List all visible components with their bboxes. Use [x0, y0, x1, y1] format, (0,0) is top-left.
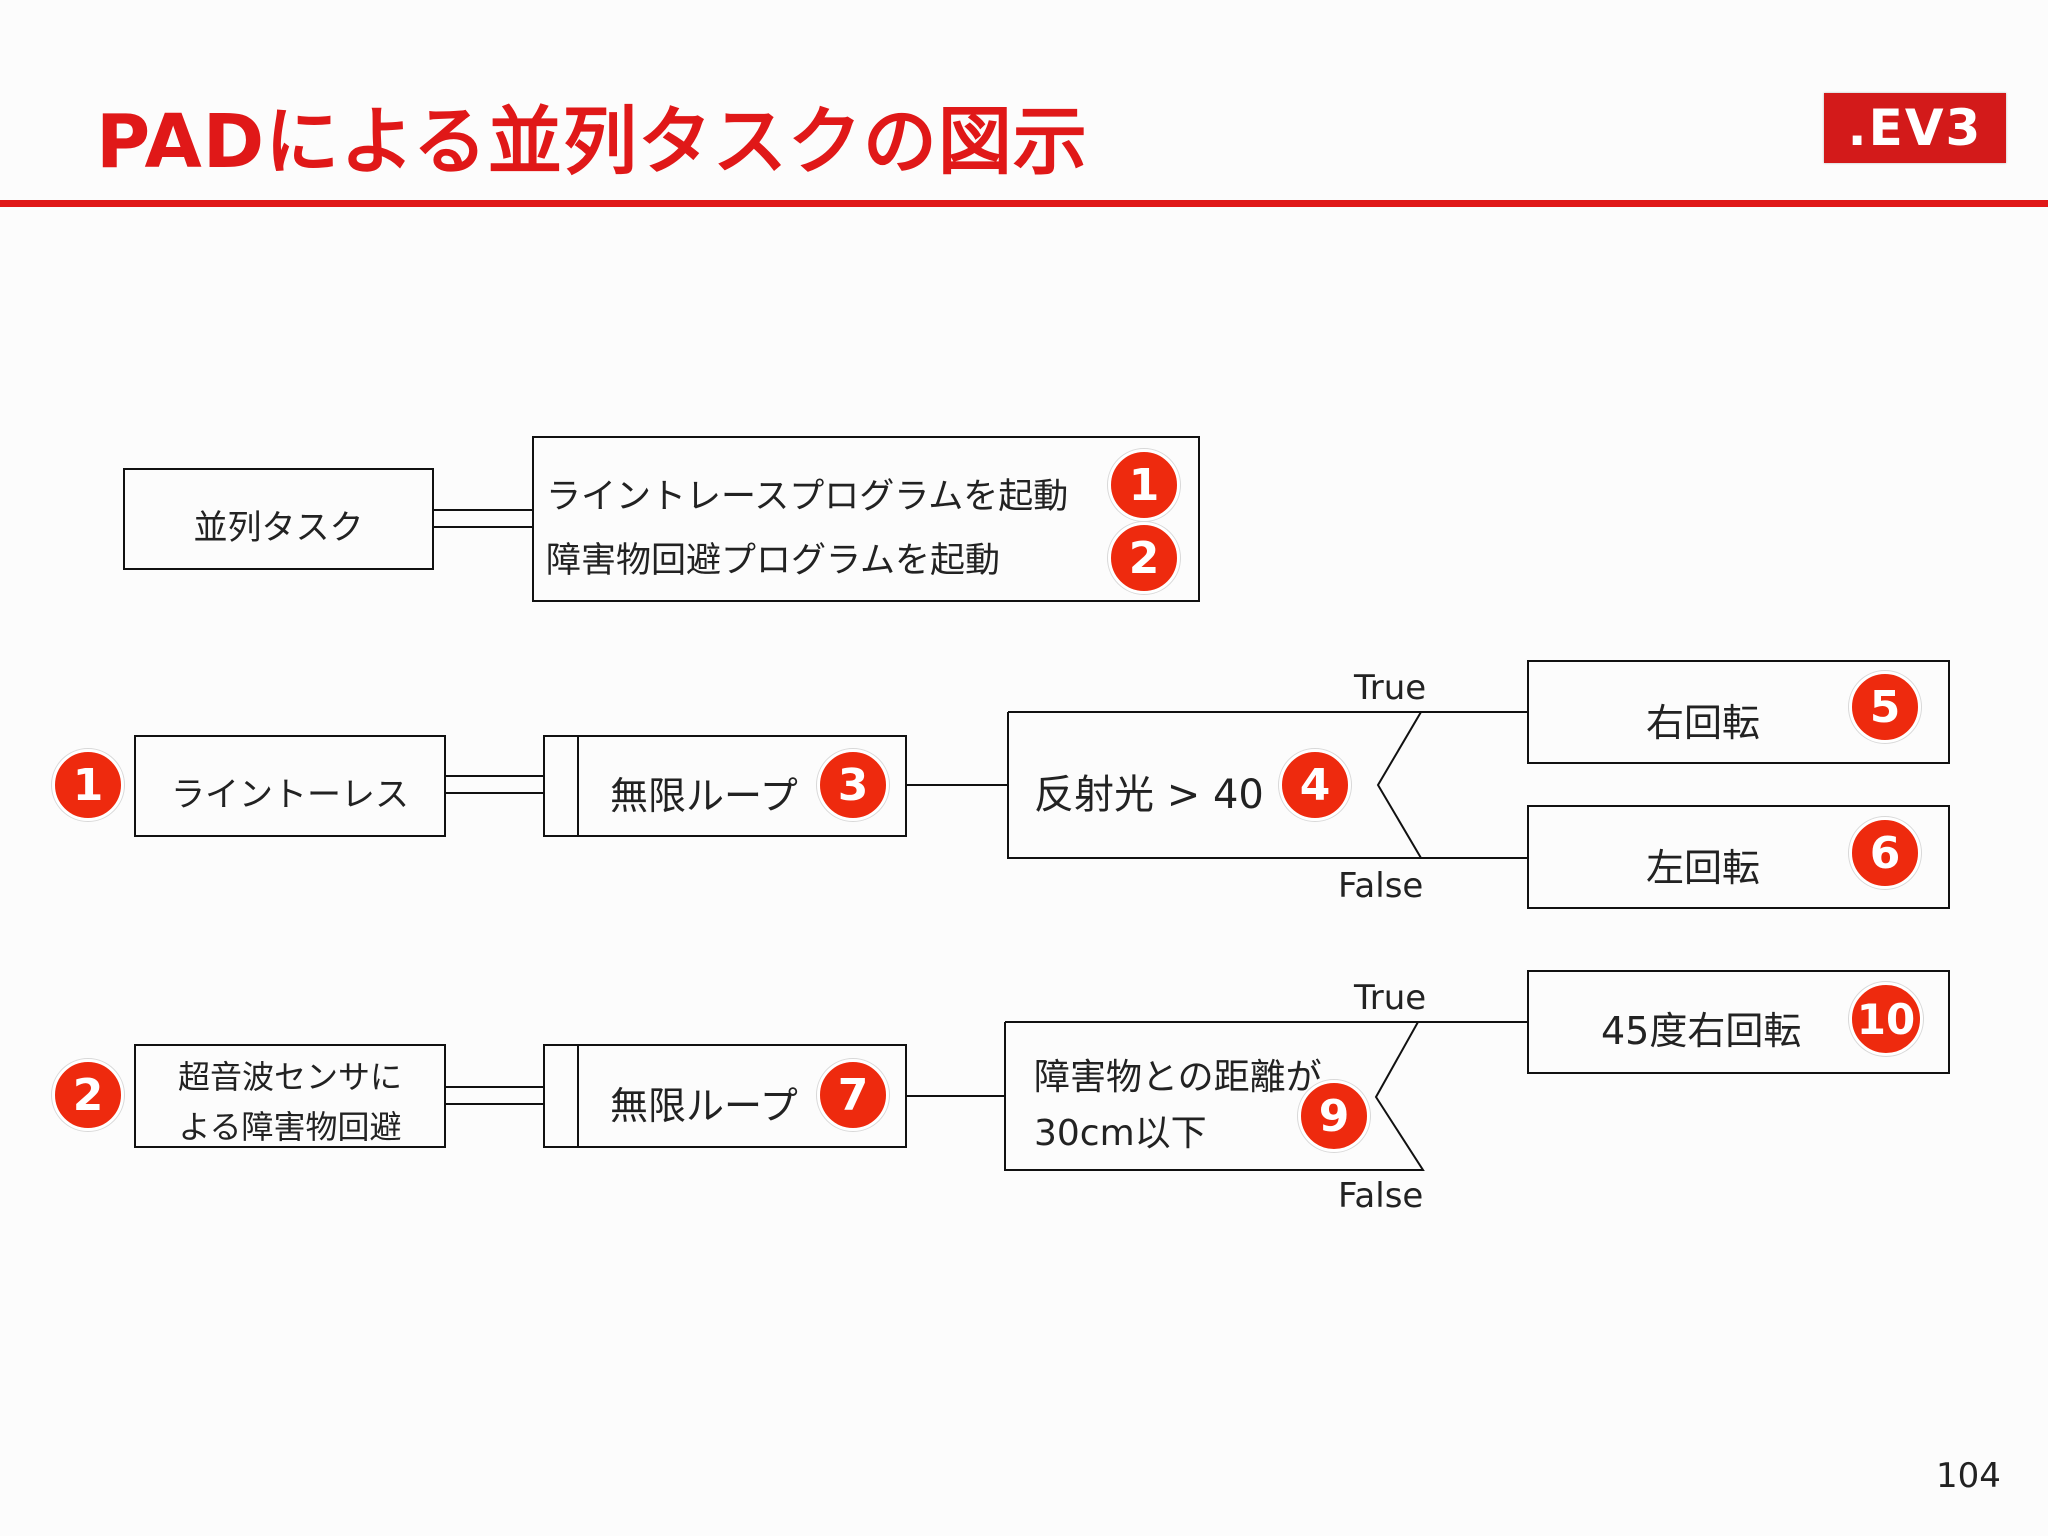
action-label: 45度右回転	[1601, 1009, 1802, 1053]
avoid-task-label-line2: よる障害物回避	[178, 1108, 402, 1146]
loop-label: 無限ループ	[610, 1084, 798, 1128]
step-badge: 9	[1298, 1080, 1370, 1152]
true-label-2: True	[1354, 978, 1427, 1018]
condition-label-2-line2: 30cm以下	[1034, 1113, 1207, 1154]
action-label: 左回転	[1646, 846, 1761, 890]
action-label: 右回転	[1646, 701, 1761, 745]
loop-bar	[577, 1046, 579, 1146]
parallel-item-linetrace: ライントレースプログラムを起動	[546, 477, 1069, 517]
avoid-task-box: 超音波センサに よる障害物回避	[134, 1044, 446, 1148]
ev3-logo: .EV3	[1824, 93, 2006, 163]
step-badge: 4	[1279, 749, 1351, 821]
avoid-task-label-line1: 超音波センサに	[177, 1058, 402, 1096]
step-badge: 7	[817, 1059, 889, 1131]
linetrace-task-label: ライントーレス	[171, 775, 409, 815]
parallel-items-box: ライントレースプログラムを起動 障害物回避プログラムを起動	[532, 436, 1200, 602]
loop-label: 無限ループ	[610, 774, 798, 818]
condition-label-2-line1: 障害物との距離が	[1034, 1057, 1322, 1098]
condition-label-1: 反射光 > 40	[1034, 772, 1264, 818]
parallel-root-box: 並列タスク	[123, 468, 434, 570]
header-divider	[0, 200, 2048, 207]
step-badge: 1	[1108, 449, 1180, 521]
step-badge: 3	[817, 749, 889, 821]
step-badge: 1	[52, 749, 124, 821]
step-badge: 6	[1849, 817, 1921, 889]
linetrace-task-box: ライントーレス	[134, 735, 446, 837]
slide-title: PADによる並列タスクの図示	[96, 99, 1088, 185]
false-label-2: False	[1338, 1176, 1424, 1216]
loop-bar	[577, 737, 579, 835]
parallel-item-avoid: 障害物回避プログラムを起動	[546, 541, 1000, 581]
step-badge: 2	[1108, 522, 1180, 594]
step-badge: 10	[1849, 982, 1923, 1056]
true-label-1: True	[1354, 668, 1427, 708]
false-label-1: False	[1338, 866, 1424, 906]
page-number: 104	[1936, 1456, 2001, 1496]
step-badge: 2	[52, 1059, 124, 1131]
step-badge: 5	[1849, 671, 1921, 743]
parallel-root-label: 並列タスク	[193, 508, 364, 548]
